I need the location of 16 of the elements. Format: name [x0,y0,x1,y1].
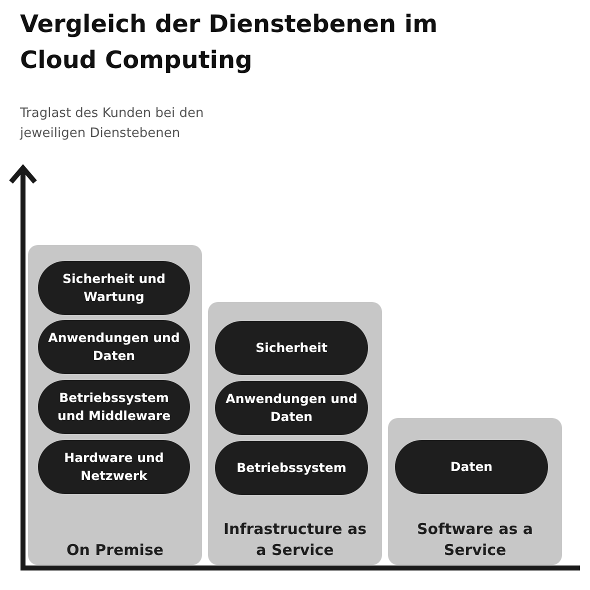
panel-label: Software as a Service [416,519,534,561]
service-layer-pill: Betriebssystem [215,441,368,495]
axis-label: Traglast des Kunden bei den jeweiligen Dienstebenen [20,105,205,143]
panel-label: Infrastructure as a Service [222,519,368,561]
title: Vergleich der Dienstebenen im Cloud Computing [20,9,439,76]
service-layer-pill: Anwendungen und Daten [215,381,368,435]
panel-label: On Premise [65,540,165,561]
service-layer-pill: Anwendungen und Daten [38,320,190,374]
service-level-panel [208,302,382,565]
service-layer-pill: Sicherheit [215,321,368,375]
service-level-panel [388,418,562,565]
service-layer-pill: Hardware und Netzwerk [38,440,190,494]
service-layer-pill: Sicherheit und Wartung [38,261,190,315]
service-level-panel [28,245,202,565]
service-layer-pill: Daten [395,440,548,494]
service-layer-pill: Betriebssystem und Middleware [38,380,190,434]
